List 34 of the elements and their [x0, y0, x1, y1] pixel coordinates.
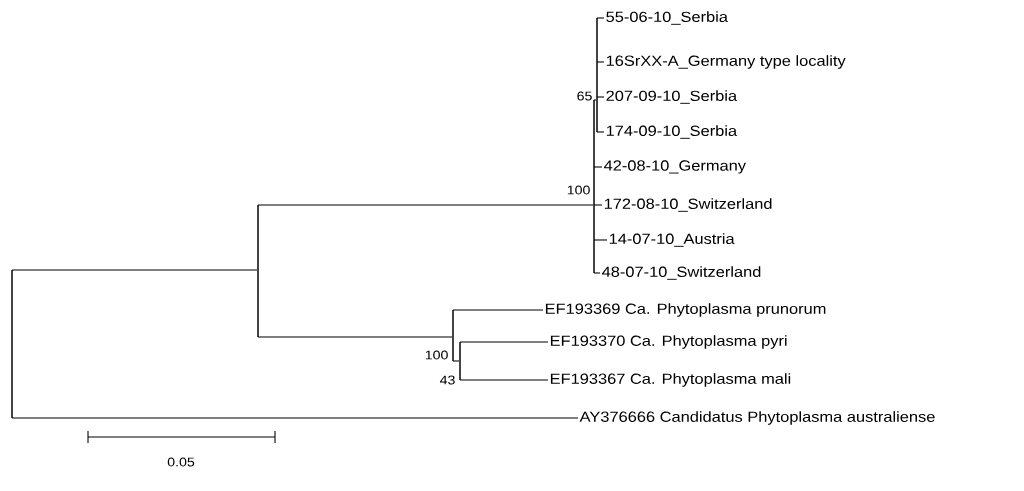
taxon-label: 172-08-10_Switzerland: [604, 198, 772, 212]
taxon-label: EF193370 Ca. Phytoplasma pyri: [550, 335, 787, 349]
taxon-label: 207-09-10_Serbia: [606, 90, 738, 104]
branch-line: [459, 341, 549, 343]
branch-line: [452, 360, 460, 362]
taxon-label: 55-06-10_Serbia: [606, 11, 728, 25]
branch-line: [593, 204, 603, 206]
taxon-label: 42-08-10_Germany: [604, 160, 746, 174]
branch-line: [257, 204, 594, 206]
branch-line: [596, 17, 605, 19]
branch-line: [459, 379, 549, 381]
taxon-label: EF193367 Ca. Phytoplasma mali: [550, 373, 791, 387]
branch-line: [596, 96, 605, 98]
bootstrap-value: 43: [439, 375, 455, 385]
branch-line: [11, 269, 258, 271]
branch-line: [452, 309, 544, 311]
bootstrap-value: 100: [425, 350, 448, 360]
branch-line: [593, 272, 601, 274]
branch-line: [596, 61, 605, 63]
bootstrap-value: 100: [567, 185, 590, 195]
branch-line: [593, 99, 597, 101]
taxon-label: AY376666 Candidatus Phytoplasma australiense: [579, 411, 935, 425]
branch-line: [596, 131, 605, 133]
bootstrap-value: 65: [577, 91, 592, 101]
taxon-label: 16SrXX-A_Germany type locality: [606, 55, 846, 69]
branch-line: [593, 166, 603, 168]
taxon-label: 174-09-10_Serbia: [606, 125, 738, 139]
scale-label: 0.05: [167, 457, 195, 467]
taxon-label: EF193369 Ca. Phytoplasma prunorum: [545, 303, 826, 317]
branch-line: [257, 336, 453, 338]
branch-line: [11, 417, 579, 419]
branch-line: [593, 239, 608, 241]
taxon-label: 48-07-10_Switzerland: [602, 266, 761, 280]
taxon-label: 14-07-10_Austria: [609, 233, 735, 247]
